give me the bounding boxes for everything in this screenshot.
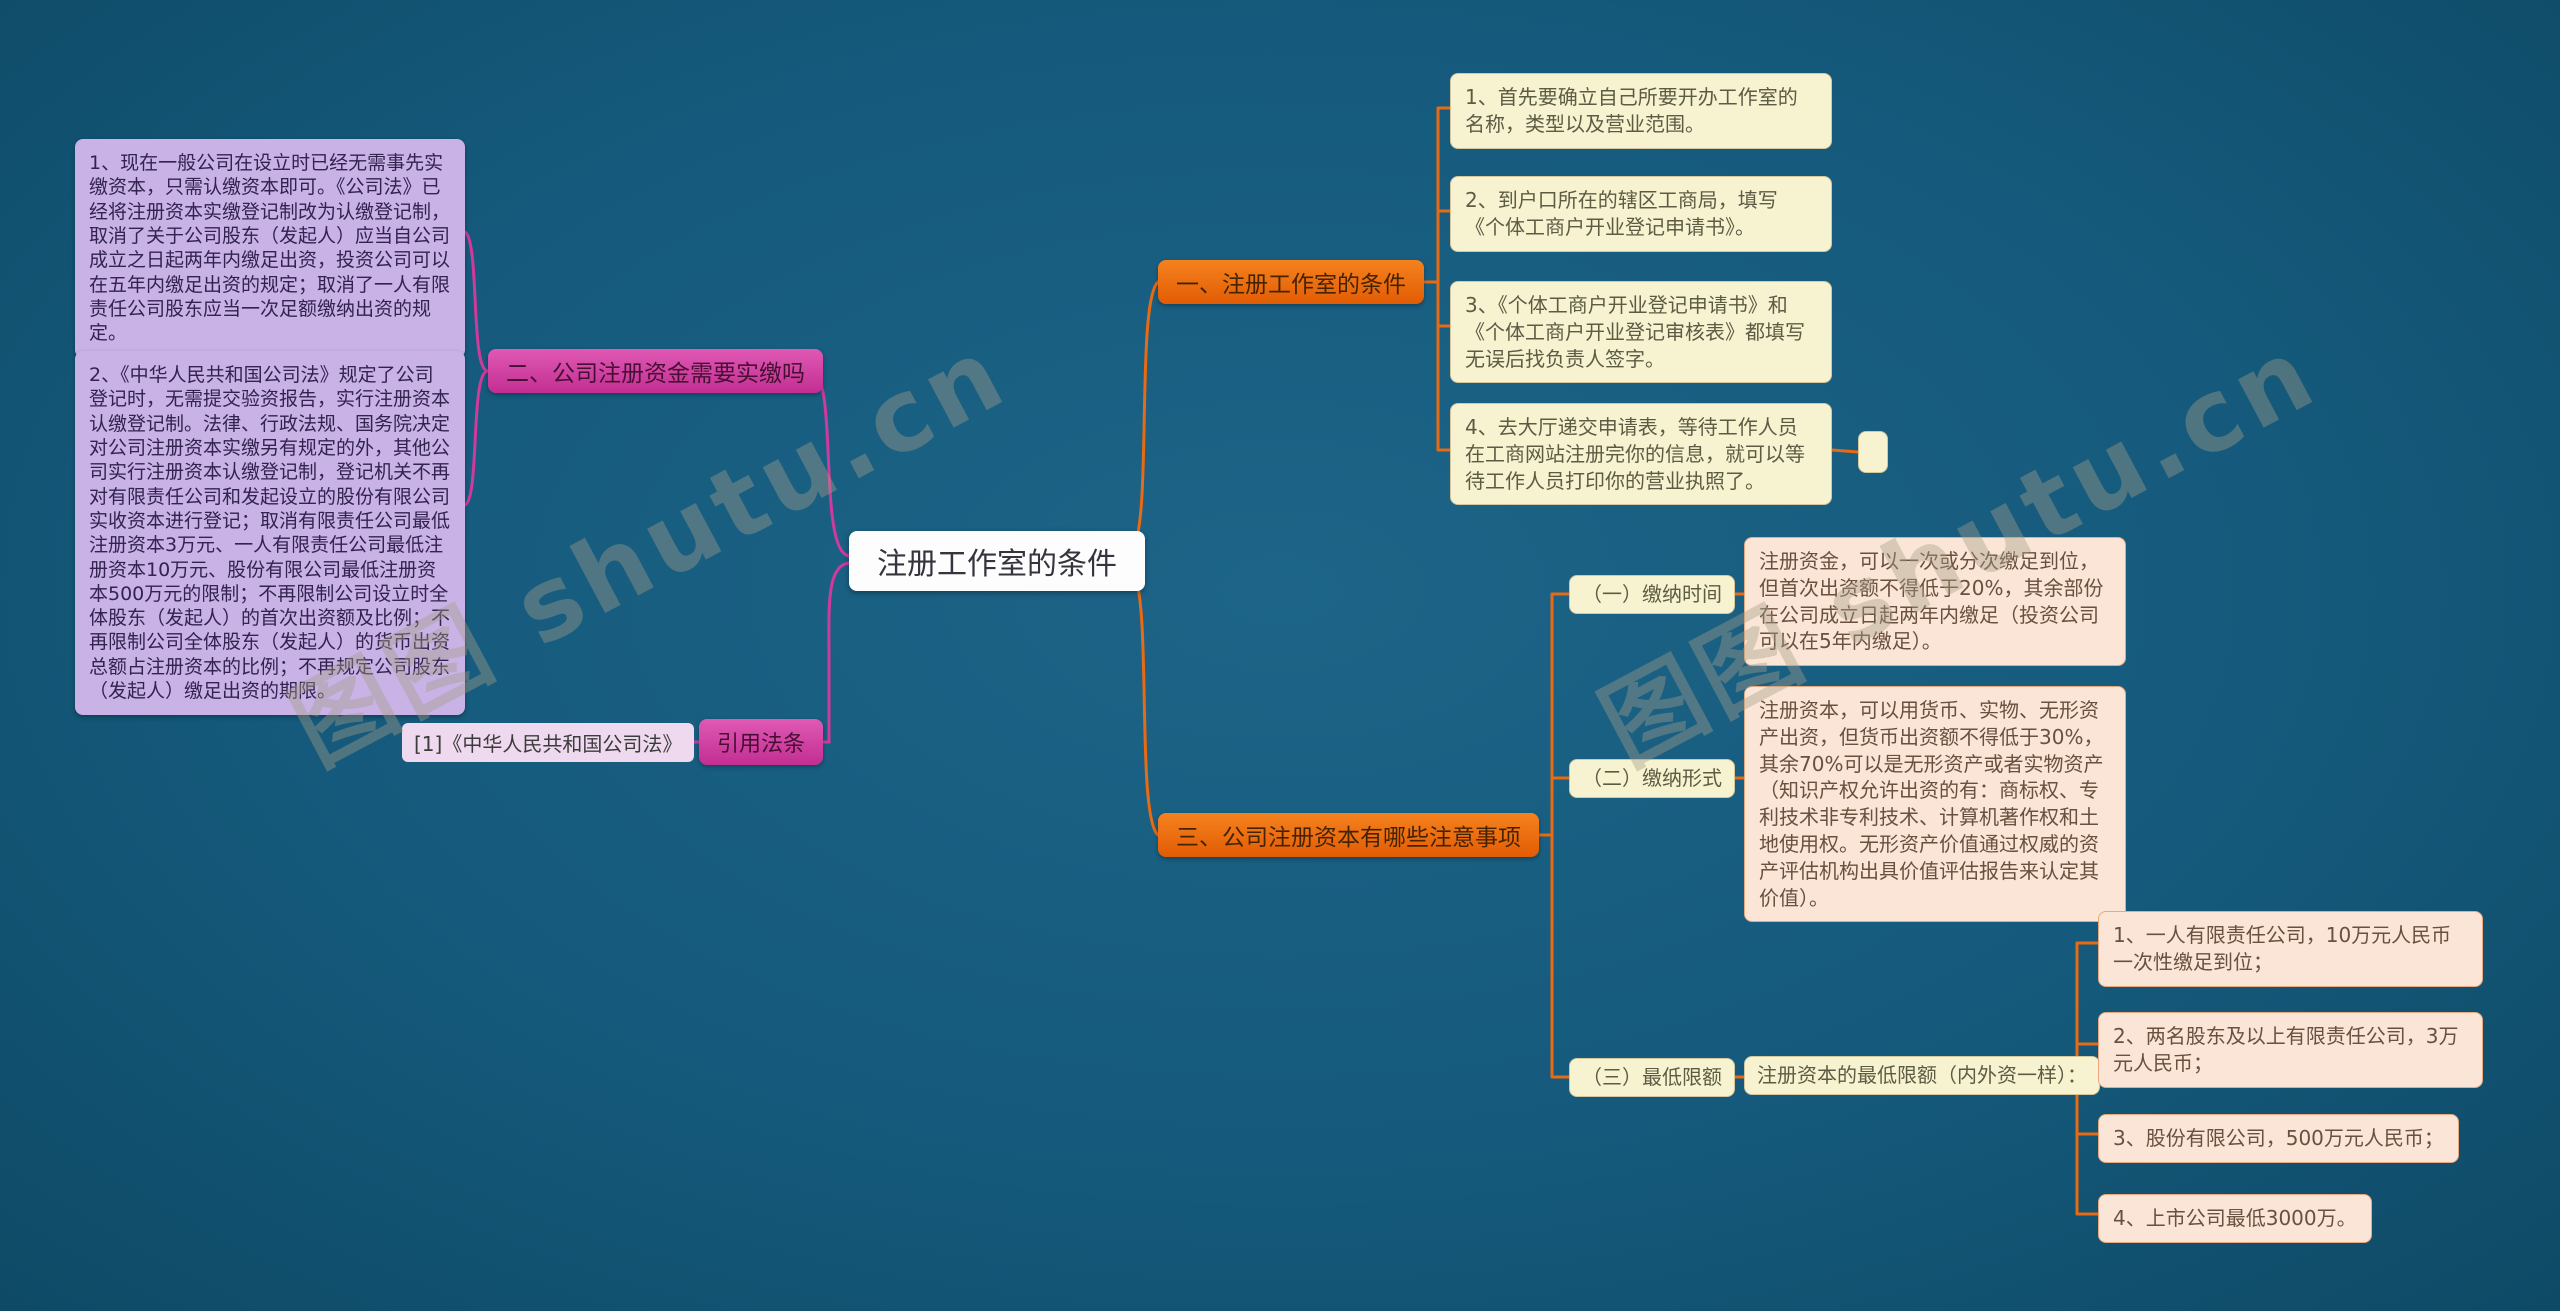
edge-branch3-bus xyxy=(1537,592,1571,1079)
branch3-sub1-text[interactable]: 注册资金，可以一次或分次缴足到位，但首次出资额不得低于20%，其余部份在公司成立… xyxy=(1744,537,2126,667)
edge-root-citation-topic xyxy=(818,561,851,744)
root-node[interactable]: 注册工作室的条件 xyxy=(849,531,1145,591)
branch3-topic-node[interactable]: 三、公司注册资本有哪些注意事项 xyxy=(1158,813,1539,857)
branch1-topic-node[interactable]: 一、注册工作室的条件 xyxy=(1158,260,1424,304)
branch3-sub3-item-3[interactable]: 3、股份有限公司，500万元人民币； xyxy=(2098,1114,2459,1163)
branch3-sub3-item-4[interactable]: 4、上市公司最低3000万。 xyxy=(2098,1194,2372,1243)
branch1-item-4[interactable]: 4、去大厅递交申请表，等待工作人员在工商网站注册完你的信息，就可以等待工作人员打… xyxy=(1450,403,1832,506)
branch1-item-1[interactable]: 1、首先要确立自己所要开办工作室的名称，类型以及营业范围。 xyxy=(1450,73,1832,149)
citation-topic-node[interactable]: 引用法条 xyxy=(699,719,824,765)
branch3-sub2-label[interactable]: （二）缴纳形式 xyxy=(1569,759,1735,798)
branch3-sub2-text[interactable]: 注册资本，可以用货币、实物、无形资产出资，但货币出资额不得低于30%，其余70%… xyxy=(1744,686,2126,923)
branch3-sub3-label[interactable]: （三）最低限额 xyxy=(1569,1058,1735,1097)
branch2-item-1[interactable]: 1、现在一般公司在设立时已经无需事先实缴资本，只需认缴资本即可。《公司法》已经将… xyxy=(75,139,465,358)
edge-root-branch2 xyxy=(811,369,851,558)
edge-branch2-item2 xyxy=(463,369,490,507)
branch2-item-2[interactable]: 2、《中华人民共和国公司法》规定了公司登记时，无需提交验资报告，实行注册资本认缴… xyxy=(75,351,465,716)
branch1-item-3[interactable]: 3、《个体工商户开业登记申请书》和《个体工商户开业登记审核表》都填写无误后找负责… xyxy=(1450,281,1832,384)
branch3-sub3-item-1[interactable]: 1、一人有限责任公司，10万元人民币一次性缴足到位； xyxy=(2098,911,2483,987)
citation-node[interactable]: [1]《中华人民共和国公司法》 xyxy=(402,723,695,762)
edge-branch2-item1 xyxy=(463,230,490,373)
edge-branch1-item4-badge xyxy=(1830,448,1860,454)
edge-branch1-bus xyxy=(1422,106,1452,452)
collapsed-node-badge[interactable] xyxy=(1858,431,1888,473)
branch2-topic-node[interactable]: 二、公司注册资金需要实缴吗 xyxy=(488,349,823,393)
branch3-sub3-item-2[interactable]: 2、两名股东及以上有限责任公司，3万元人民币； xyxy=(2098,1012,2483,1088)
branch1-item-2[interactable]: 2、到户口所在的辖区工商局，填写《个体工商户开业登记申请书》。 xyxy=(1450,176,1832,252)
edge-root-branch1 xyxy=(1131,280,1160,550)
branch3-sub1-label[interactable]: （一）缴纳时间 xyxy=(1569,575,1735,614)
edge-root-branch3 xyxy=(1131,570,1160,837)
branch3-sub3-text[interactable]: 注册资本的最低限额（内外资一样）： xyxy=(1744,1056,2100,1095)
